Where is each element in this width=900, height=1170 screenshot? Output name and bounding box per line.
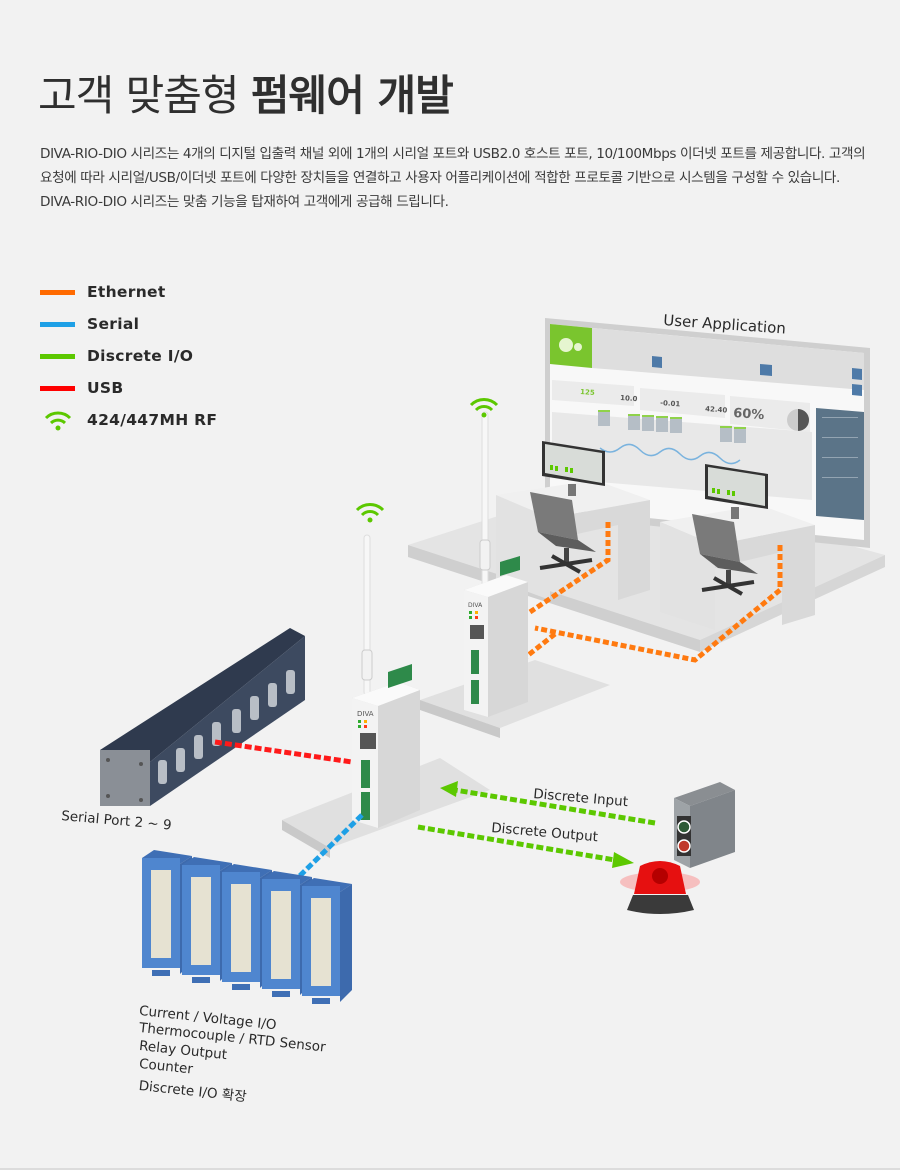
diva-device-back: DIVA (464, 411, 528, 717)
legend-item-usb: USB (40, 372, 217, 404)
ethernet-swatch (40, 289, 75, 295)
wifi-icon (469, 398, 499, 418)
screen-value: 125 (580, 388, 595, 397)
screen-value: -0.01 (660, 399, 681, 408)
bottom-divider (0, 1168, 900, 1170)
diva-device-front: DIVA (352, 534, 420, 828)
usb-swatch (40, 385, 75, 391)
screen-value: 42.40 (705, 405, 728, 415)
serial-port-hub (100, 628, 305, 806)
legend: Ethernet Serial Discrete I/O USB 424/447… (40, 276, 217, 436)
io-module (142, 850, 192, 976)
legend-item-rf: 424/447MH RF (40, 404, 217, 436)
wifi-icon (40, 409, 75, 431)
title-bold: 펌웨어 개발 (250, 71, 454, 120)
chair-right (692, 514, 758, 596)
legend-label: Serial (87, 315, 140, 333)
legend-item-ethernet: Ethernet (40, 276, 217, 308)
io-modules (142, 850, 352, 1004)
page-title: 고객 맞춤형 펌웨어 개발 (38, 66, 454, 126)
screen-progress: 60% (733, 406, 765, 423)
legend-label: Discrete I/O (87, 347, 194, 365)
red-button (677, 839, 691, 853)
svg-text:DIVA: DIVA (468, 602, 483, 609)
device-brand-label: DIVA (357, 710, 374, 718)
discrete-output-arrow (417, 824, 634, 868)
discrete-input-arrow (440, 781, 656, 826)
usb-cable (214, 739, 353, 765)
serial-swatch (40, 321, 75, 327)
monitor-left (542, 441, 605, 496)
alarm-beacon (620, 861, 700, 914)
io-module (302, 878, 352, 1004)
chair-left (530, 492, 596, 574)
screen-value: 10.0 (620, 394, 638, 403)
legend-label: 424/447MH RF (87, 411, 218, 429)
push-button-box (674, 782, 735, 868)
title-light: 고객 맞춤형 (38, 71, 240, 120)
wifi-icon (355, 503, 385, 523)
discrete-io-swatch (40, 353, 75, 359)
ethernet-cables (520, 522, 783, 663)
legend-label: USB (87, 379, 124, 397)
screen-menu (816, 408, 864, 520)
monitor-right (705, 464, 768, 519)
legend-label: Ethernet (87, 283, 166, 301)
legend-item-serial: Serial (40, 308, 217, 340)
green-button (677, 820, 691, 834)
legend-item-discrete-io: Discrete I/O (40, 340, 217, 372)
description: DIVA-RIO-DIO 시리즈는 4개의 디지털 입출력 채널 외에 1개의 … (40, 146, 866, 210)
